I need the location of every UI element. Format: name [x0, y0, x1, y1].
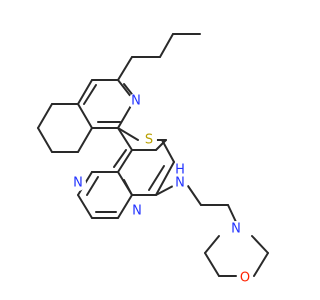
- svg-text:N: N: [231, 222, 241, 237]
- atom-N-amine: N: [172, 175, 188, 191]
- bond-lines: [37, 33, 269, 277]
- atom-O-morpholine: O: [237, 270, 253, 286]
- atom-N-pyrimidine-bottom: N: [129, 203, 145, 219]
- atom-H-amine: H: [175, 163, 185, 178]
- svg-text:H: H: [175, 163, 185, 178]
- svg-text:N: N: [175, 176, 185, 191]
- atom-labels: N S N N N H N O: [70, 93, 253, 286]
- atom-N-morpholine: N: [228, 221, 244, 237]
- atom-N-pyrimidine-top: N: [70, 175, 86, 191]
- svg-text:N: N: [132, 204, 142, 219]
- atom-N-pyridine: N: [128, 93, 144, 109]
- structure-canvas: N S N N N H N O: [37, 33, 269, 286]
- svg-text:O: O: [240, 271, 250, 286]
- svg-text:N: N: [73, 176, 83, 191]
- atom-S-thiophene: S: [141, 132, 157, 148]
- svg-text:N: N: [131, 94, 141, 109]
- svg-text:S: S: [145, 133, 153, 148]
- molecule-drawing: N S N N N H N O: [37, 33, 269, 286]
